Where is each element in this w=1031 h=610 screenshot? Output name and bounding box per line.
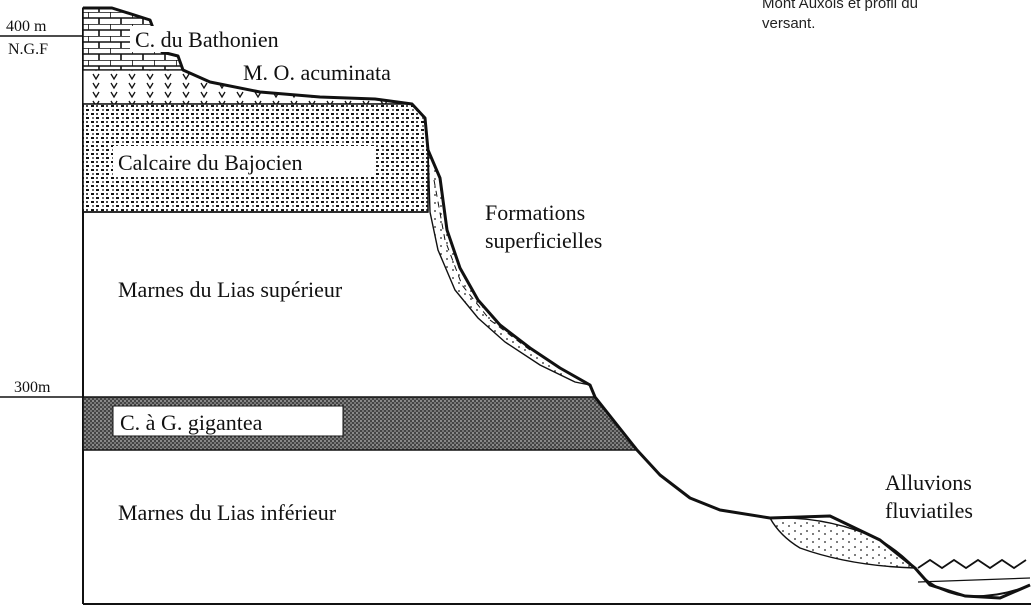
label-superficielles: superficielles — [485, 228, 602, 253]
elevation-unit-ngf: N.G.F — [8, 41, 48, 58]
label-bathonien: C. du Bathonien — [135, 27, 279, 52]
label-fluviatiles: fluviatiles — [885, 498, 973, 523]
alluvial-lens — [770, 518, 915, 568]
superficial-formations-deposit — [428, 150, 590, 385]
elevation-label-400: 400 m — [6, 18, 47, 35]
river-water — [918, 560, 1026, 568]
label-gigantea: C. à G. gigantea — [120, 410, 263, 435]
label-alluvions: Alluvions — [885, 470, 972, 495]
label-formations: Formations — [485, 200, 585, 225]
label-lias-inferieur: Marnes du Lias inférieur — [118, 500, 337, 525]
label-acuminata: M. O. acuminata — [243, 60, 391, 85]
label-lias-superieur: Marnes du Lias supérieur — [118, 277, 343, 302]
caption-line-1: Mont Auxois et profil du — [762, 0, 918, 12]
caption-line-2: versant. — [762, 15, 815, 32]
elevation-label-300: 300m — [14, 379, 51, 396]
label-bajocien: Calcaire du Bajocien — [118, 150, 302, 175]
